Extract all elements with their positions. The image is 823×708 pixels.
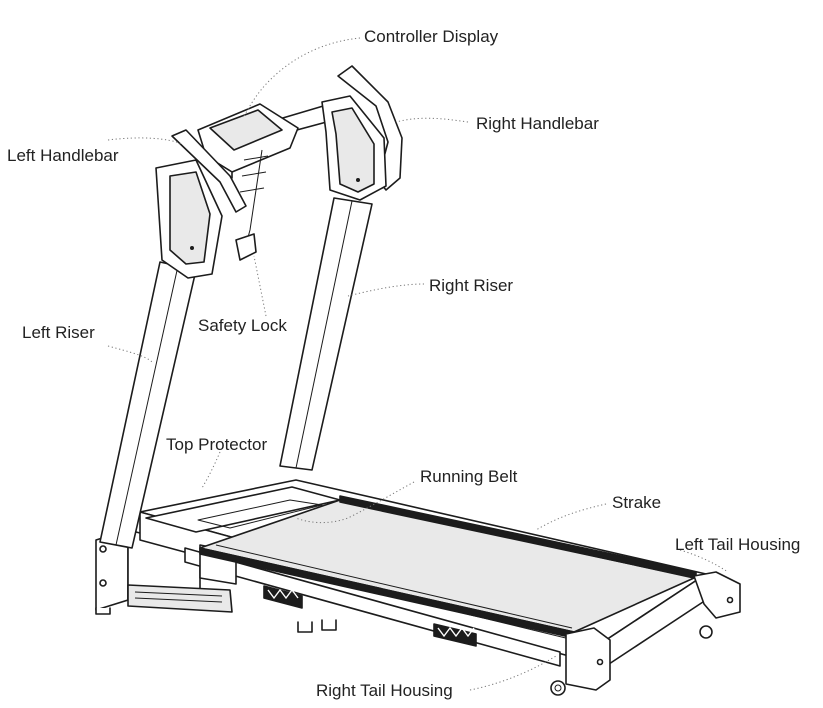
callout-labels: Controller Display Right Handlebar Left …	[7, 27, 800, 700]
label-left-tail-housing: Left Tail Housing	[675, 535, 800, 554]
treadmill-console	[155, 65, 403, 279]
controller-display-screen	[209, 109, 283, 151]
label-top-protector: Top Protector	[166, 435, 267, 454]
label-right-tail-housing: Right Tail Housing	[316, 681, 453, 700]
right-tail-housing-shape	[565, 627, 611, 691]
label-safety-lock: Safety Lock	[198, 316, 287, 335]
right-riser-shape	[279, 197, 373, 471]
leader-lines	[107, 37, 729, 691]
left-handlebar-shape	[171, 129, 247, 213]
label-running-belt: Running Belt	[420, 467, 518, 486]
safety-lock-clip	[235, 233, 257, 261]
label-controller-display: Controller Display	[364, 27, 499, 46]
label-right-riser: Right Riser	[429, 276, 513, 295]
label-left-riser: Left Riser	[22, 323, 95, 342]
label-left-handlebar: Left Handlebar	[7, 146, 119, 165]
treadmill-risers	[99, 197, 373, 549]
left-tail-housing-shape	[693, 571, 741, 619]
treadmill-base	[95, 479, 741, 696]
label-right-handlebar: Right Handlebar	[476, 114, 599, 133]
right-handlebar-shape	[337, 65, 403, 191]
label-strake: Strake	[612, 493, 661, 512]
